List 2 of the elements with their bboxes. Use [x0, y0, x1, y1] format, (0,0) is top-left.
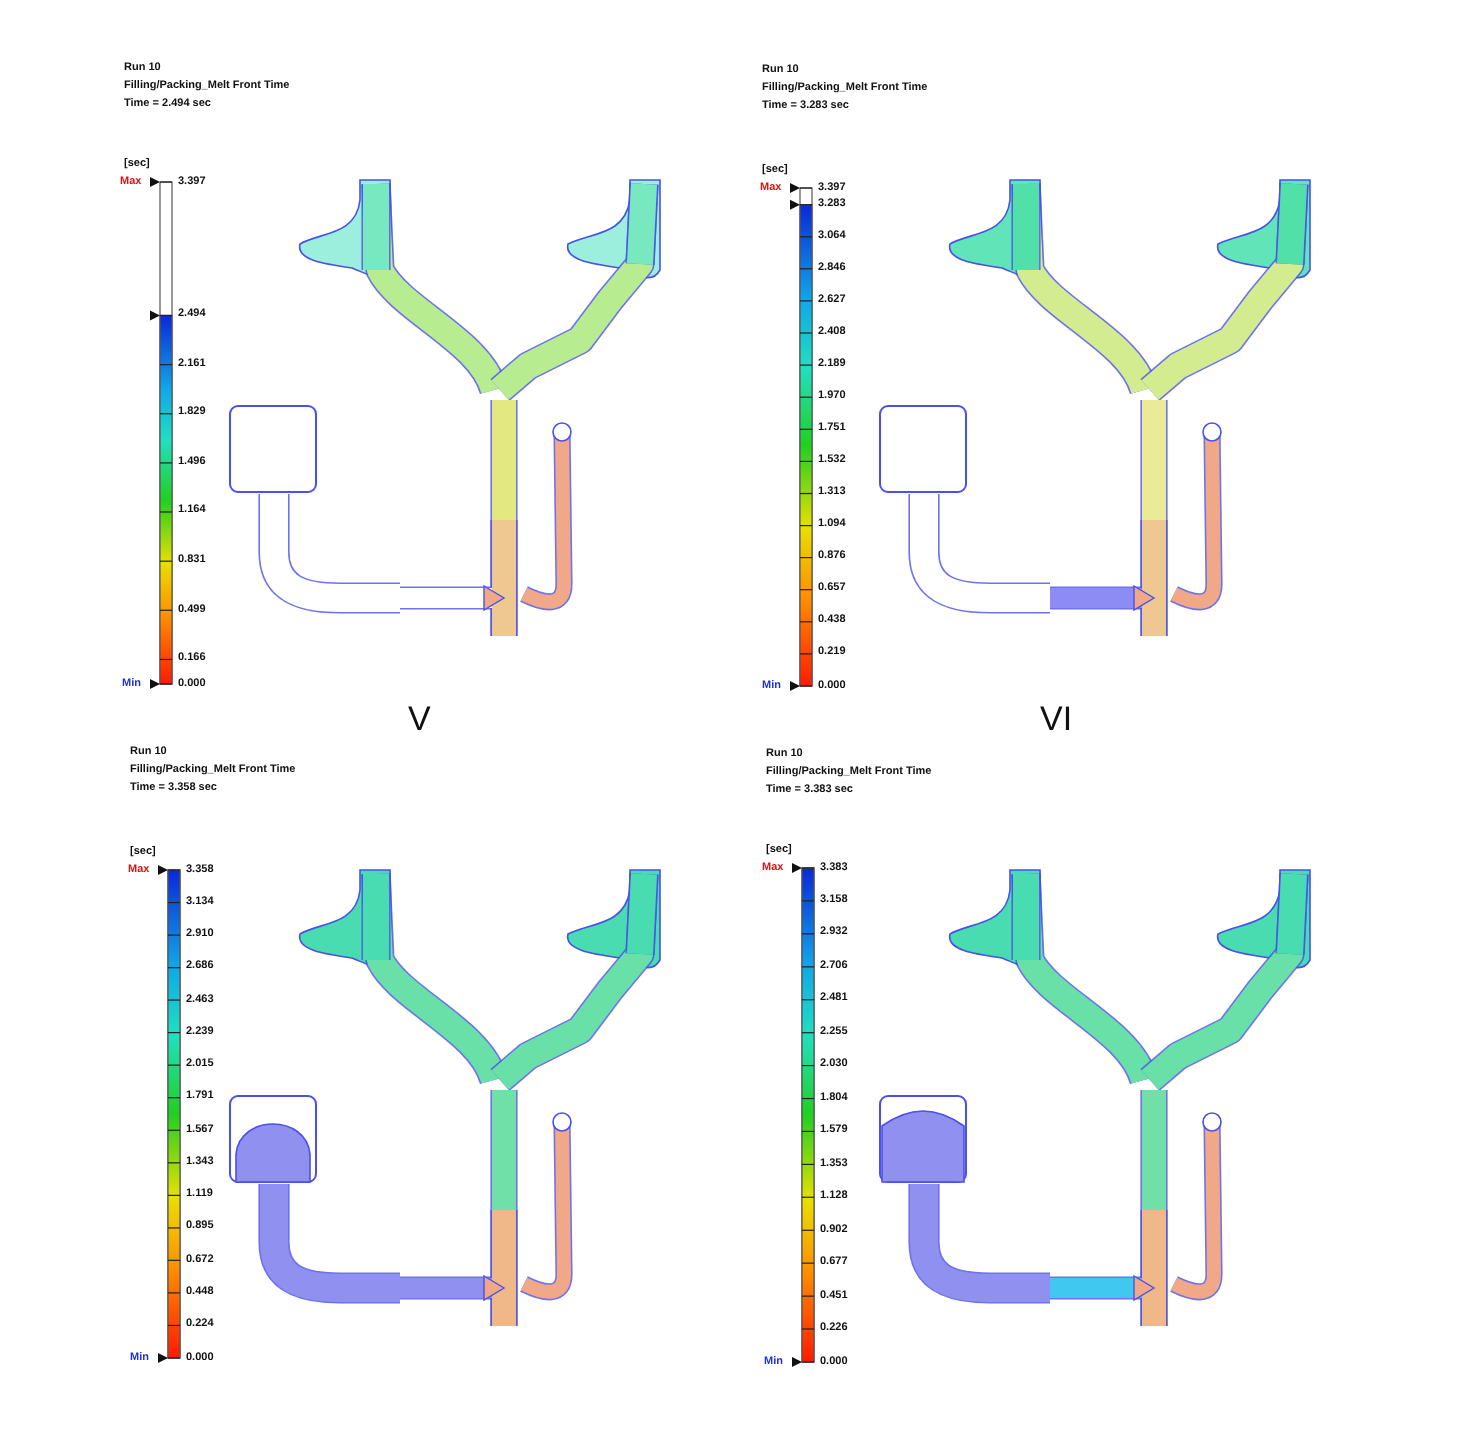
- panel-label: V: [408, 700, 431, 740]
- panel-label: VI: [1040, 700, 1073, 740]
